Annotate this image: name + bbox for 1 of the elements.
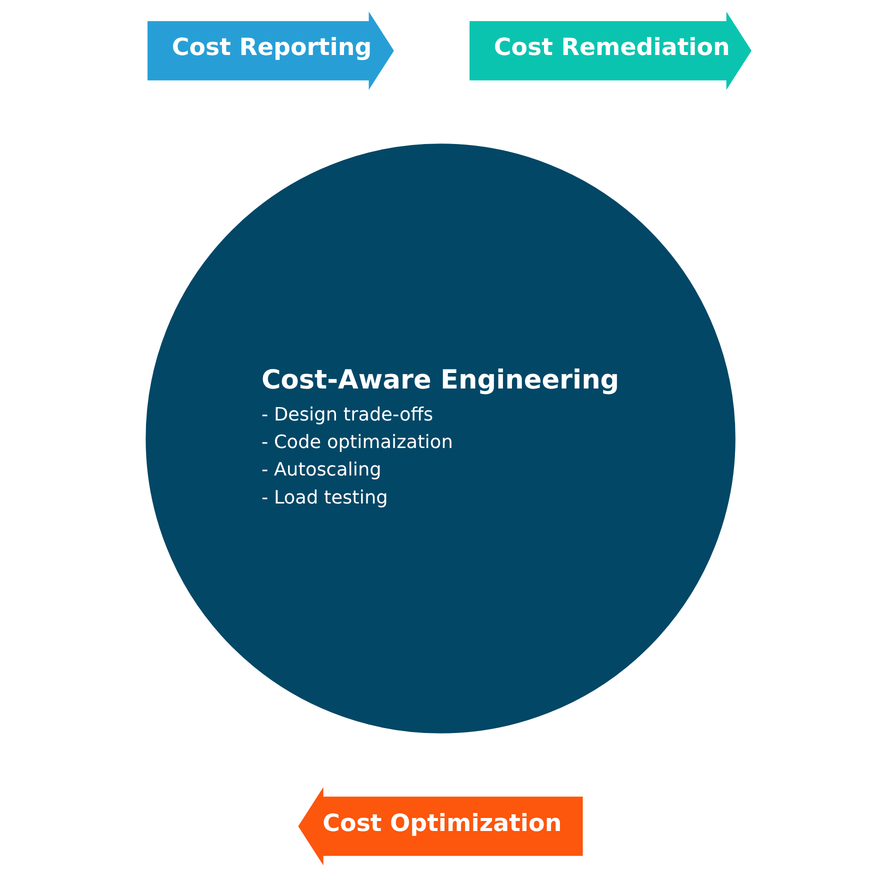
node-circle: Cost-Aware Engineering - Design trade-offs - Code optimaization - Autoscaling - Load testing <box>145 144 735 734</box>
